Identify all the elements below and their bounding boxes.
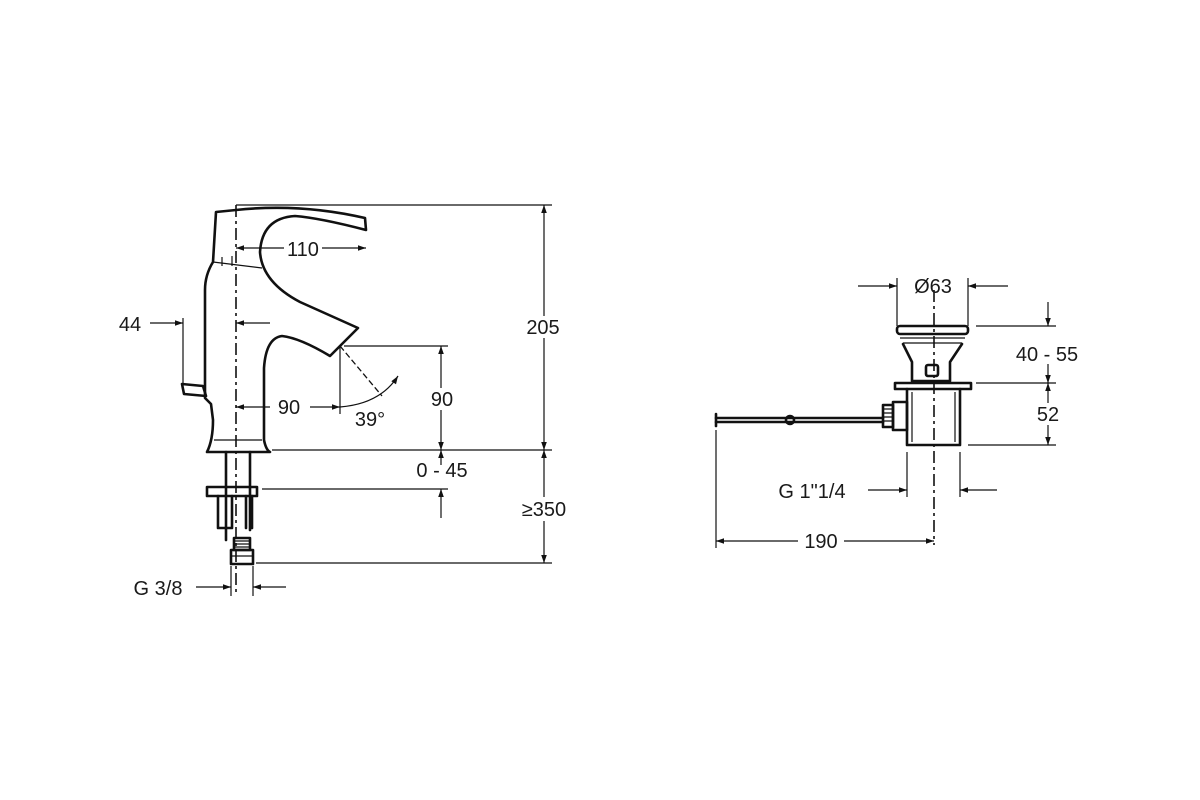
dim-90h-label: 90 [278,397,300,419]
drain-flange [901,342,964,383]
dim-90v-label: 90 [431,389,453,411]
lever-tab [180,382,208,398]
drain-nut-knurl [883,408,893,422]
mounting-nut [216,494,234,530]
dim-110-label: 110 [287,239,319,261]
faucet-body-outline [203,206,368,454]
drain-window [924,363,940,378]
dim-52-label: 52 [1037,404,1059,426]
drain-drawing: Ø63 40 - 55 52 G 1"1/4 190 [714,276,1078,553]
drain-nut [881,403,895,429]
angle-arc [339,375,399,408]
drain-cap-lines [900,337,965,344]
threaded-rod [244,494,254,530]
dim-g38-label: G 3/8 [134,578,183,600]
dim-39-label: 39° [355,409,385,431]
drain-collar [893,381,973,391]
dim-44-label: 44 [119,314,141,336]
hose-thread [231,540,253,557]
dim-190-label: 190 [804,531,837,553]
angle-ray [339,345,383,397]
dim-350-label: ≥350 [522,499,566,521]
drain-body-inner [911,392,956,442]
dim-205-label: 205 [526,317,559,339]
pull-rod-ball [784,414,796,426]
faucet-drawing: 110 44 205 90 90 39° 0 - 45 [119,204,573,600]
dim-g114-label: G 1"1/4 [778,481,845,503]
handle-joint [212,261,263,269]
hose-end [229,548,255,566]
dim-0-45-label: 0 - 45 [416,460,467,482]
dim-63-label: Ø63 [914,276,952,298]
drain-cap [895,324,970,336]
drain-port [891,400,909,432]
handle-joint-2 [221,256,233,266]
dim-40-55-label: 40 - 55 [1016,344,1078,366]
